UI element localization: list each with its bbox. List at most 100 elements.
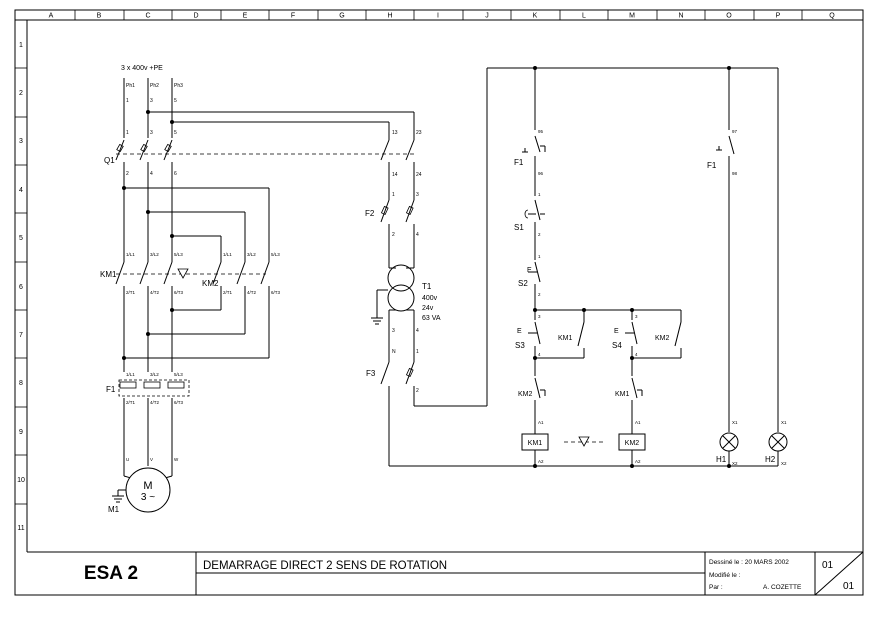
terminal-label: 3 <box>538 314 541 319</box>
f3-fuse <box>380 361 415 385</box>
terminal-label: N <box>392 349 396 355</box>
col-label: B <box>97 13 102 20</box>
column-ticks <box>74 10 803 20</box>
terminal-label: 3 <box>392 328 395 334</box>
terminal-label: 3/L2 <box>247 252 256 257</box>
f3-label: F3 <box>366 369 376 378</box>
col-label: O <box>726 13 732 20</box>
t1-primary: 400v <box>422 295 438 302</box>
col-label: J <box>485 13 489 20</box>
s1-stop-button <box>524 199 545 221</box>
phase-label: Ph3 <box>174 83 183 89</box>
h1-label: H1 <box>716 455 727 464</box>
km2-coil-label: KM2 <box>625 440 640 447</box>
terminal-label: 5 <box>174 130 177 136</box>
terminal-label: X1 <box>732 420 738 425</box>
q1-disconnector <box>115 139 173 161</box>
terminal-label: 2/T1 <box>126 290 136 295</box>
terminal-label: 5/L3 <box>174 252 183 257</box>
terminal-label: 3 <box>416 192 419 198</box>
terminal-label: 14 <box>392 172 398 178</box>
terminal-label: 6/T3 <box>174 400 184 405</box>
s4-e-label: E <box>614 328 619 335</box>
col-label: C <box>145 13 150 20</box>
phase-label: Ph2 <box>150 83 159 89</box>
terminal-label: 96 <box>538 171 544 176</box>
terminal-label: A1 <box>635 420 641 425</box>
col-label: F <box>291 13 295 20</box>
terminal-label: 4 <box>150 171 153 177</box>
phase-label: Ph1 <box>126 83 135 89</box>
s3-label: S3 <box>515 341 525 350</box>
km2-label: KM2 <box>202 279 219 288</box>
km1-nc-contact <box>631 377 643 399</box>
h1-lamp <box>719 432 739 452</box>
row-ticks <box>15 67 27 505</box>
drawing-code: ESA 2 <box>84 563 138 584</box>
col-label: I <box>437 13 439 20</box>
terminal-label: 1 <box>538 254 541 259</box>
col-label: K <box>533 13 538 20</box>
control-circuit: 95 F1 96 1 S1 2 1 E S2 2 <box>514 66 788 468</box>
terminal-label: 1 <box>392 192 395 198</box>
row-label: 7 <box>19 332 23 339</box>
terminal-label: 23 <box>416 130 422 136</box>
km1-contacts <box>115 261 173 285</box>
sheet-count: 01 <box>843 581 855 592</box>
km2-nc-label: KM2 <box>518 391 533 398</box>
km2-hold-label: KM2 <box>655 335 670 342</box>
col-label: H <box>387 13 392 20</box>
f2-fuses <box>380 199 415 223</box>
h2-label: H2 <box>765 455 776 464</box>
col-label: E <box>243 13 248 20</box>
terminal-label: 4/T2 <box>150 400 160 405</box>
terminal-label: 2 <box>392 232 395 238</box>
terminal-label: 6 <box>174 171 177 177</box>
km1-coil-label: KM1 <box>528 440 543 447</box>
h2-lamp <box>768 432 788 452</box>
s4-button <box>625 321 638 345</box>
terminal-label: 1 <box>416 349 419 355</box>
f1-control-label: F1 <box>514 158 524 167</box>
terminal-label: 2 <box>538 292 541 297</box>
row-label: 4 <box>19 187 23 194</box>
interlock-triangle-icon <box>177 268 189 279</box>
col-label: G <box>339 13 344 20</box>
terminal-label: 2 <box>538 232 541 237</box>
sheet-number: 01 <box>822 560 834 571</box>
col-label: Q <box>829 13 835 20</box>
row-label: 5 <box>19 235 23 242</box>
terminal-label: 2 <box>126 171 129 177</box>
terminal-label: U <box>126 457 129 462</box>
power-circuit: 3 x 400v +PE Ph1 Ph2 Ph3 1 3 5 1 3 5 <box>100 65 414 514</box>
terminal-label: 4 <box>538 352 541 357</box>
terminal-label: 4/T2 <box>150 290 160 295</box>
terminal-label: 4 <box>635 352 638 357</box>
terminal-label: 98 <box>732 171 738 176</box>
terminal-label: 1 <box>126 98 129 104</box>
terminal-label: 3/L2 <box>150 372 159 377</box>
s2-e-label: E <box>527 267 532 274</box>
km1-nc-label: KM1 <box>615 391 630 398</box>
terminal-label: 24 <box>416 172 422 178</box>
terminal-label: W <box>174 457 179 462</box>
terminal-label: 1/L1 <box>126 372 135 377</box>
terminal-label: X1 <box>781 420 787 425</box>
terminal-label: X2 <box>732 461 738 466</box>
t1-power: 63 VA <box>422 315 441 322</box>
row-label: 9 <box>19 429 23 436</box>
terminal-label: 1/L1 <box>223 252 232 257</box>
terminal-label: 1/L1 <box>126 252 135 257</box>
col-label: P <box>776 13 781 20</box>
terminal-label: 95 <box>538 129 544 134</box>
outer-frame <box>14 9 864 596</box>
terminal-label: 3/L2 <box>150 252 159 257</box>
col-label: L <box>582 13 586 20</box>
supply-label: 3 x 400v +PE <box>121 65 163 72</box>
terminal-label: 1 <box>538 192 541 197</box>
control-supply: 13 23 14 24 1 3 F2 2 4 <box>365 67 778 467</box>
terminal-label: 3 <box>635 314 638 319</box>
s3-button <box>528 321 541 345</box>
s4-label: S4 <box>612 341 622 350</box>
terminal-label: 13 <box>392 130 398 136</box>
